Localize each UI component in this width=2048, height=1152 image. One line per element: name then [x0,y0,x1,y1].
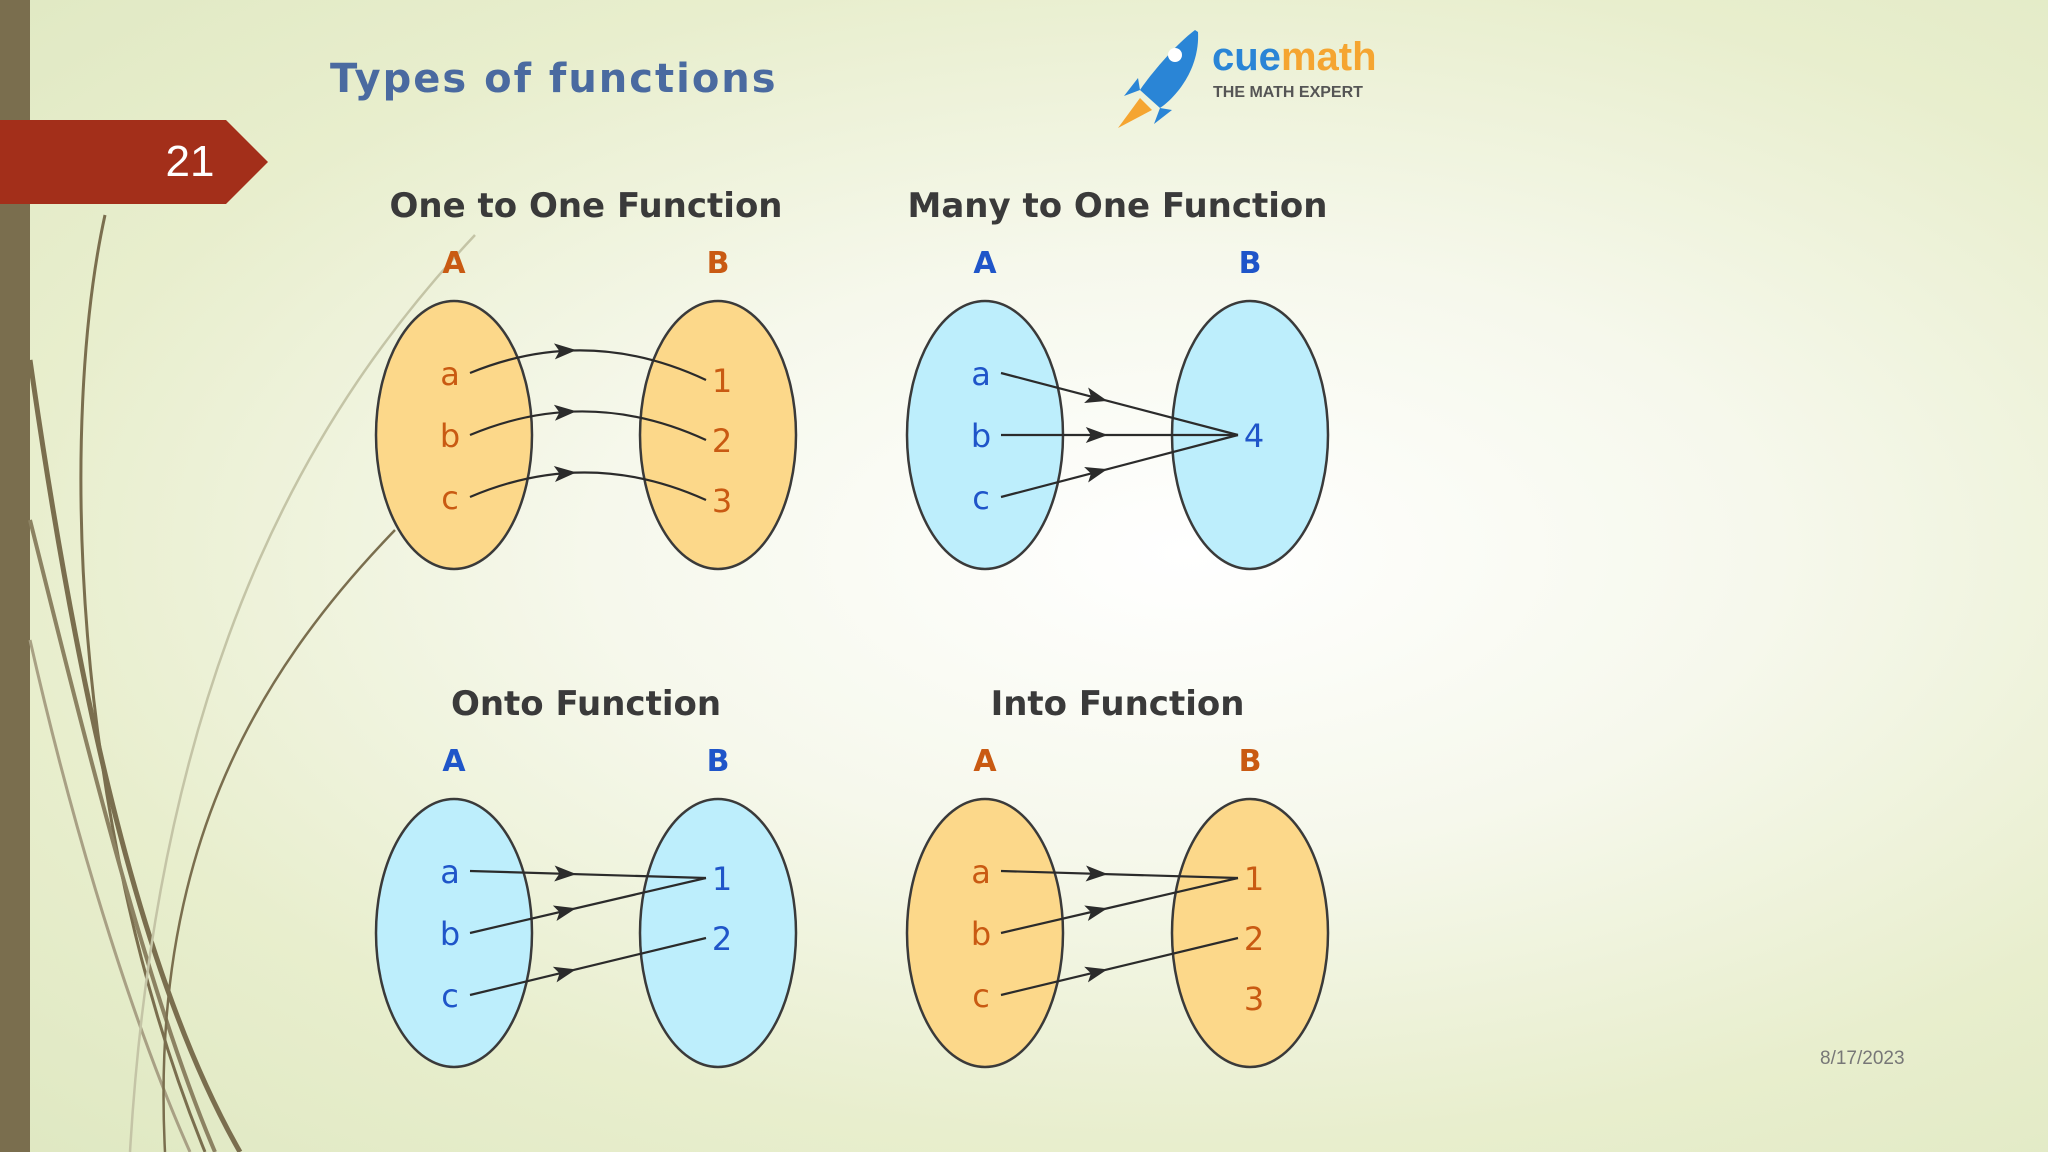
mapping-arrow-line [469,349,707,381]
mapping-arrow-line [1000,371,1239,437]
domain-element: a [440,355,460,393]
decorative-curve [28,639,192,1152]
codomain-element: 4 [1244,417,1264,455]
domain-element: c [972,977,990,1015]
mapping-arrow-line [1000,869,1239,880]
set-b-label: B [707,246,730,281]
codomain-element: 2 [712,920,732,958]
logo-wordmark: cuemath [1212,35,1377,79]
diagram-title: One to One Function [389,186,782,226]
mapping-arrow-line [1000,936,1239,997]
domain-element: c [441,479,459,517]
mapping-arrow-line [469,876,707,935]
logo-math-text: math [1281,35,1377,79]
mapping-arrowhead [554,865,577,882]
domain-element: c [441,977,459,1015]
diagram-title: Into Function [991,684,1245,724]
cuemath-logo: cuemath THE MATH EXPERT [1118,30,1377,128]
set-a-ellipse [905,797,1065,1069]
mapping-arrowhead [1085,865,1108,882]
mapping-arrow-line [469,471,707,502]
codomain-element: 1 [712,860,732,898]
mapping-arrowhead [1084,387,1108,404]
mapping-arrowhead [552,905,577,922]
set-a-ellipse [374,797,534,1069]
codomain-element: 2 [712,422,732,460]
mapping-arrowhead [553,404,577,421]
decorative-curve [162,529,396,1152]
set-a-label: A [442,246,466,281]
codomain-element: 2 [1244,920,1264,958]
domain-element: b [971,417,991,455]
slide-date: 8/17/2023 [1820,1048,1905,1069]
decorative-curve [128,234,476,1152]
mapping-arrowhead [552,966,577,983]
codomain-element: 3 [1244,980,1264,1018]
decorative-curves [27,214,476,1152]
set-a-label: A [973,246,997,281]
decorative-curve [79,214,207,1152]
domain-element: b [440,915,460,953]
domain-element: b [971,915,991,953]
mapping-arrowhead [1084,905,1108,922]
set-b-label: B [707,744,730,779]
mapping-arrowhead [1084,466,1108,483]
domain-element: a [971,355,991,393]
slide-title: Types of functions [330,56,778,102]
logo-cue-text: cue [1212,35,1281,79]
set-a-label: A [973,744,997,779]
set-b-ellipse [1170,797,1330,1069]
rocket-icon [1118,30,1199,128]
logo-tagline: THE MATH EXPERT [1213,84,1363,101]
set-b-label: B [1239,246,1262,281]
mapping-arrow-line [1000,876,1239,935]
set-a-ellipse [374,299,534,571]
domain-element: a [440,853,460,891]
codomain-element: 3 [712,482,732,520]
mapping-arrowhead [1084,966,1108,983]
mapping-arrowhead [553,466,577,482]
slide-number: 21 [165,137,215,186]
mapping-arrow-line [1000,433,1239,499]
domain-element: a [971,853,991,891]
decorative-curve [27,359,243,1152]
mapping-arrowhead [553,343,577,360]
set-b-label: B [1239,744,1262,779]
diagram-title: Many to One Function [907,186,1327,226]
slide-number-badge [0,120,268,204]
domain-element: b [440,417,460,455]
mapping-arrowhead [1085,427,1108,443]
domain-element: c [972,479,990,517]
set-b-ellipse [638,797,798,1069]
set-a-label: A [442,744,466,779]
mapping-arrow-line [469,869,707,880]
codomain-element: 1 [1244,860,1264,898]
mapping-arrow-line [469,410,707,441]
diagram-title: Onto Function [451,684,721,724]
mapping-arrow-line [469,936,707,997]
codomain-element: 1 [712,362,732,400]
decorative-curve [28,519,217,1152]
